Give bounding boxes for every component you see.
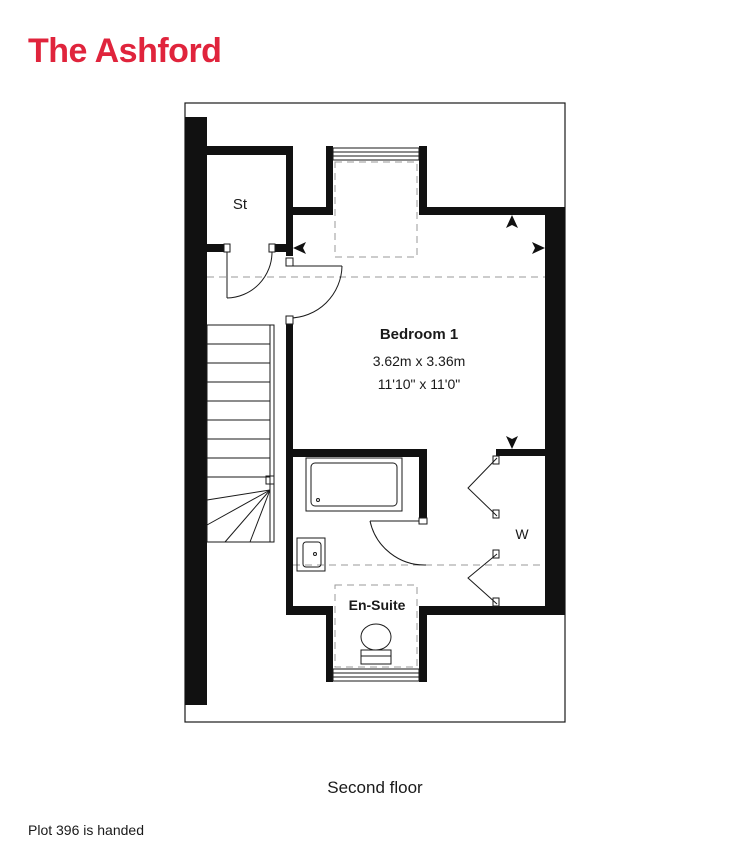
bedroom-dimensions-metric: 3.62m x 3.36m: [373, 353, 466, 369]
bedroom-dimensions-imperial: 11'10" x 11'0": [378, 376, 461, 392]
wardrobe-doors: [467, 455, 500, 607]
basin: [296, 537, 326, 572]
window-bottom: [332, 668, 420, 682]
dimension-arrows: [293, 215, 545, 449]
walls: [185, 117, 565, 705]
staircase: [206, 324, 275, 543]
plot-note: Plot 396 is handed: [28, 822, 144, 838]
bedroom-door: [285, 257, 343, 325]
room-label-bedroom: Bedroom 1: [380, 326, 458, 343]
room-label-ensuite: En-Suite: [349, 597, 406, 613]
page-title: The Ashford: [28, 32, 222, 70]
room-label-store: St: [233, 196, 248, 213]
window-top: [332, 147, 420, 161]
store-door: [223, 243, 276, 299]
room-label-wardrobe: W: [515, 526, 529, 542]
dashed-lines: [207, 161, 545, 668]
bath: [305, 457, 403, 512]
floor-label: Second floor: [327, 778, 423, 797]
toilet: [360, 623, 392, 665]
ensuite-door: [369, 517, 428, 566]
